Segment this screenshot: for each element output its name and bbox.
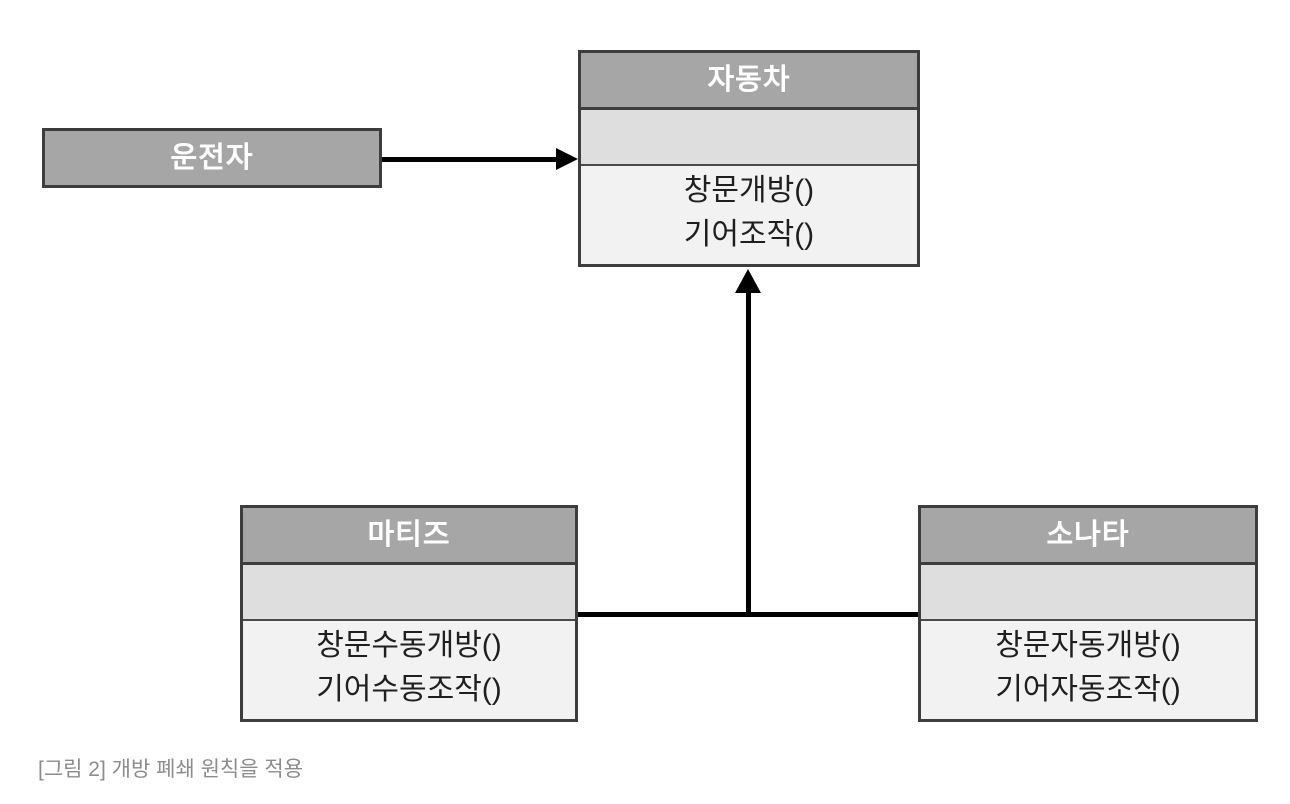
method-item: 창문수동개방() xyxy=(316,629,502,662)
class-methods-car: 창문개방() 기어조작() xyxy=(581,166,917,264)
class-methods-sonata: 창문자동개방() 기어자동조작() xyxy=(921,621,1255,719)
method-item: 창문자동개방() xyxy=(995,629,1181,662)
class-box-car: 자동차 창문개방() 기어조작() xyxy=(578,50,920,267)
actor-driver-label: 운전자 xyxy=(170,142,254,174)
figure-caption: [그림 2] 개방 폐쇄 원칙을 적용 xyxy=(38,758,304,781)
method-item: 기어수동조작() xyxy=(316,673,502,706)
method-item: 기어자동조작() xyxy=(995,673,1181,706)
class-attributes-car xyxy=(581,110,917,166)
method-item: 창문개방() xyxy=(683,174,815,207)
subclass-connector-line xyxy=(578,612,918,617)
class-name-car: 자동차 xyxy=(581,53,917,110)
generalization-arrowhead-icon xyxy=(735,269,761,293)
method-item: 기어조작() xyxy=(683,218,815,251)
generalization-line xyxy=(746,288,751,617)
class-name-sonata: 소나타 xyxy=(921,508,1255,565)
class-methods-matiz: 창문수동개방() 기어수동조작() xyxy=(243,621,575,719)
actor-box-driver: 운전자 xyxy=(42,128,382,188)
association-arrowhead-icon xyxy=(556,148,578,170)
class-name-matiz: 마티즈 xyxy=(243,508,575,565)
class-attributes-sonata xyxy=(921,565,1255,621)
class-box-matiz: 마티즈 창문수동개방() 기어수동조작() xyxy=(240,505,578,722)
association-line xyxy=(382,157,558,162)
class-box-sonata: 소나타 창문자동개방() 기어자동조작() xyxy=(918,505,1258,722)
class-attributes-matiz xyxy=(243,565,575,621)
